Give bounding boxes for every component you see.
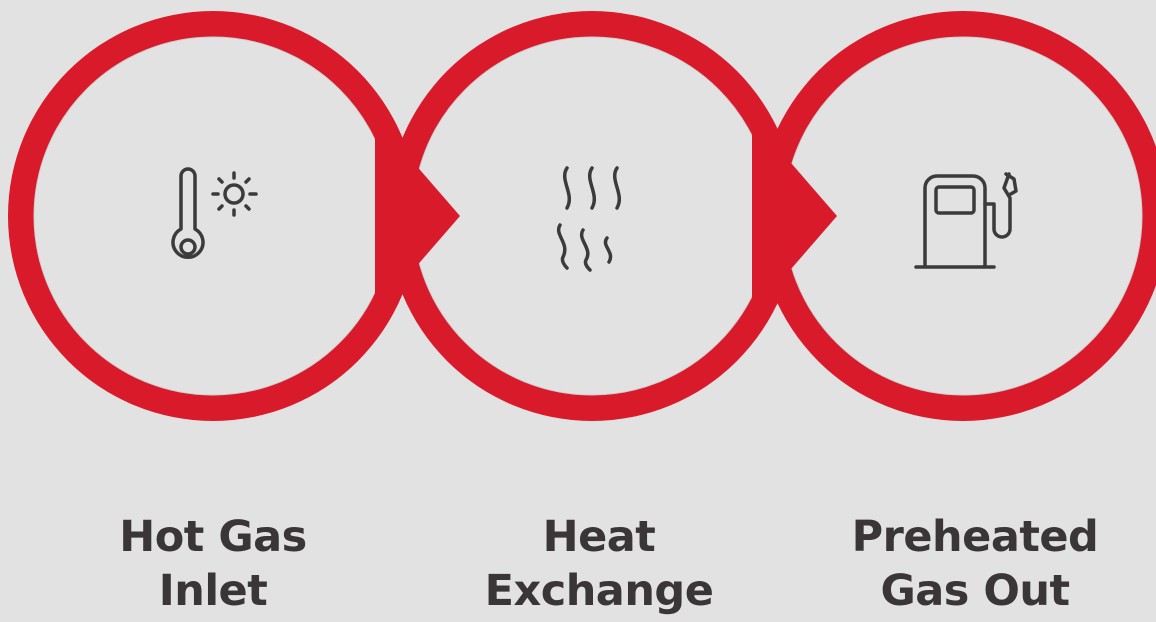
step-2-label: Heat Exchange (484, 512, 714, 616)
step-1-label: Hot Gas Inlet (119, 512, 307, 616)
heat-waves-icon (556, 166, 621, 272)
arrow-2-3 (752, 118, 837, 314)
fuel-pump-icon (914, 172, 1018, 269)
step-3-label: Preheated Gas Out (851, 512, 1099, 616)
arrow-1-2 (375, 118, 460, 314)
thermometer-sun-icon (171, 167, 258, 259)
